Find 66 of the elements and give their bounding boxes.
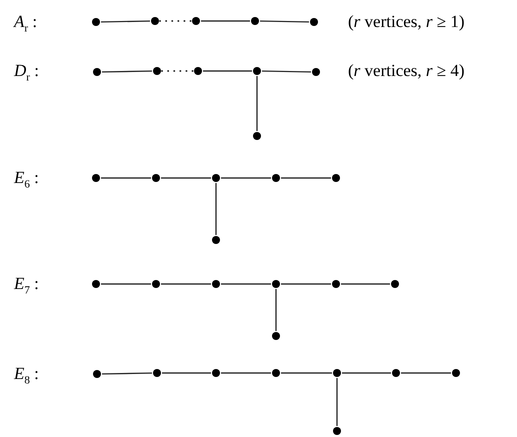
- vertex-dot: [253, 132, 261, 140]
- dotted-edge: [159, 20, 192, 22]
- vertex-dot: [392, 369, 400, 377]
- vertex-dot: [212, 280, 220, 288]
- edge-line: [221, 372, 271, 374]
- vertex-dot: [152, 174, 160, 182]
- vertex-dot: [251, 17, 259, 25]
- vertex-dot: [153, 67, 161, 75]
- vertex-dot: [253, 67, 261, 75]
- vertex-dot: [92, 174, 100, 182]
- edge-line: [281, 177, 331, 179]
- vertex-dot: [152, 280, 160, 288]
- edge-line: [162, 372, 211, 374]
- vertex-dot: [333, 427, 341, 435]
- edge-line: [336, 378, 338, 426]
- vertex-dot: [194, 67, 202, 75]
- diagram-type-label: A$_{r}$ :: [14, 12, 38, 36]
- edge-line: [221, 177, 271, 179]
- edge-line: [275, 289, 277, 331]
- edge-line: [201, 20, 250, 22]
- edge-line: [401, 372, 451, 374]
- edge-line: [100, 20, 150, 23]
- edge-line: [101, 177, 151, 179]
- diagram-type-label: E$_{7}$ :: [14, 274, 39, 298]
- edge-line: [341, 283, 390, 285]
- vertex-count-note: (r vertices, r ≥ 4): [348, 61, 465, 81]
- edge-line: [221, 283, 271, 285]
- vertex-dot: [92, 18, 100, 26]
- vertex-count-note: (r vertices, r ≥ 1): [348, 12, 465, 32]
- diagram-type-label: D$_{r}$ :: [14, 61, 39, 86]
- edge-line: [281, 283, 331, 285]
- vertex-dot: [93, 68, 101, 76]
- vertex-dot: [310, 18, 318, 26]
- vertex-dot: [333, 369, 341, 377]
- dotted-edge: [161, 70, 194, 72]
- edge-line: [262, 70, 312, 73]
- vertex-dot: [192, 17, 200, 25]
- edge-line: [101, 283, 151, 285]
- edge-line: [203, 70, 252, 72]
- vertex-dot: [212, 369, 220, 377]
- vertex-dot: [212, 236, 220, 244]
- vertex-dot: [272, 174, 280, 182]
- edge-line: [215, 183, 217, 235]
- vertex-dot: [332, 174, 340, 182]
- vertex-dot: [151, 17, 159, 25]
- edge-line: [260, 20, 310, 23]
- edge-line: [256, 76, 258, 131]
- edge-line: [102, 372, 152, 375]
- vertex-dot: [272, 369, 280, 377]
- edge-line: [161, 283, 211, 285]
- vertex-dot: [452, 369, 460, 377]
- edge-line: [281, 372, 332, 374]
- vertex-dot: [153, 369, 161, 377]
- diagram-type-label: E$_{8}$ :: [14, 364, 39, 388]
- vertex-dot: [391, 280, 399, 288]
- vertex-dot: [332, 280, 340, 288]
- vertex-dot: [272, 280, 280, 288]
- vertex-dot: [93, 370, 101, 378]
- edge-line: [161, 177, 211, 179]
- edge-line: [102, 70, 152, 73]
- vertex-dot: [272, 332, 280, 340]
- edge-line: [342, 372, 391, 374]
- diagram-type-label: E$_{6}$ :: [14, 168, 39, 192]
- vertex-dot: [92, 280, 100, 288]
- vertex-dot: [312, 68, 320, 76]
- vertex-dot: [212, 174, 220, 182]
